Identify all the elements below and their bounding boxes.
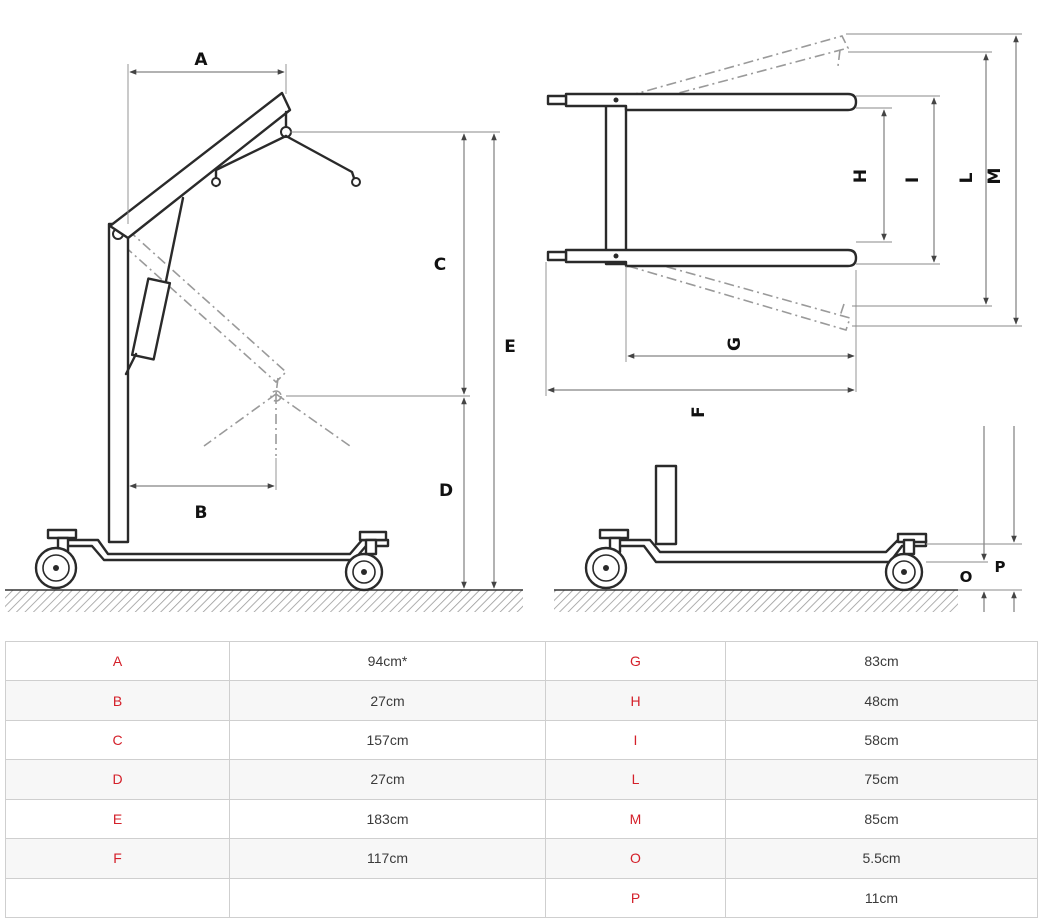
- dimension-c: C: [286, 131, 500, 397]
- dimension-b: B: [129, 458, 277, 523]
- dimension-l: L: [848, 51, 992, 307]
- side-caster-front: [344, 538, 384, 592]
- dimension-table: A 94cm* G 83cm B 27cm H 48cm C 157cm I 5…: [5, 640, 1038, 919]
- row-left-label: B: [5, 680, 230, 721]
- row-right-value: 48cm: [725, 680, 1038, 721]
- side-view: A B C D E: [5, 50, 523, 612]
- row-right-label: I: [545, 719, 726, 761]
- row-left-label: D: [5, 759, 230, 800]
- row-right-label: O: [545, 838, 726, 879]
- detail-caster-front: [884, 538, 924, 592]
- side-caster-rear: [34, 536, 78, 590]
- dimension-a: A: [127, 50, 287, 224]
- opened-legs-outline: [627, 35, 852, 331]
- row-right-value: 83cm: [725, 640, 1038, 682]
- row-left-label: A: [5, 640, 230, 682]
- label-g: G: [725, 337, 745, 351]
- row-right-value: 58cm: [725, 719, 1038, 761]
- row-left-value: 117cm: [229, 838, 546, 879]
- row-left-value: 27cm: [229, 759, 546, 800]
- table-row: A 94cm* G 83cm: [5, 640, 1038, 682]
- row-right-label: L: [545, 759, 726, 800]
- row-right-value: 11cm: [725, 877, 1038, 919]
- table-row: B 27cm H 48cm: [5, 680, 1038, 721]
- label-c: C: [434, 255, 446, 275]
- dimension-f: F: [545, 262, 855, 418]
- row-right-value: 75cm: [725, 759, 1038, 800]
- row-right-label: M: [545, 798, 726, 840]
- row-right-label: G: [545, 640, 726, 682]
- dimension-g: G: [625, 266, 857, 392]
- lowered-boom-outline: [121, 229, 351, 456]
- label-f: F: [689, 406, 709, 418]
- detail-caster-rear: [584, 536, 628, 590]
- table-row: D 27cm L 75cm: [5, 759, 1038, 800]
- row-left-value: 183cm: [229, 798, 546, 840]
- dimension-i: I: [856, 95, 940, 265]
- label-m: M: [985, 168, 1005, 185]
- detail-base: [610, 538, 928, 564]
- row-left-value: 157cm: [229, 719, 546, 761]
- detail-ground-hatch: [554, 590, 958, 612]
- dimension-table-body: A 94cm* G 83cm B 27cm H 48cm C 157cm I 5…: [5, 640, 1038, 919]
- row-right-label: P: [545, 877, 726, 919]
- row-left-label: F: [5, 838, 230, 879]
- table-row: C 157cm I 58cm: [5, 719, 1038, 761]
- row-right-label: H: [545, 680, 726, 721]
- dimension-e: E: [491, 133, 516, 589]
- label-b: B: [195, 503, 208, 523]
- spreader-bar: [211, 110, 361, 188]
- label-h: H: [851, 169, 871, 183]
- table-row: E 183cm M 85cm: [5, 798, 1038, 840]
- table-row: F 117cm O 5.5cm: [5, 838, 1038, 879]
- row-left-value: 94cm*: [229, 640, 546, 682]
- dimension-d: D: [439, 397, 467, 589]
- label-a: A: [194, 50, 208, 70]
- ground-hatch: [5, 590, 523, 612]
- dimension-p: P: [926, 426, 1022, 612]
- label-e: E: [504, 337, 516, 357]
- side-base: [46, 528, 390, 562]
- label-l: L: [957, 172, 977, 183]
- boom: [108, 91, 292, 240]
- dimension-h: H: [851, 107, 892, 243]
- row-right-value: 5.5cm: [725, 838, 1038, 879]
- label-p: P: [995, 558, 1006, 576]
- row-left-label: E: [5, 798, 230, 840]
- label-o: O: [960, 568, 973, 586]
- detail-mast-stub: [654, 464, 678, 546]
- row-left-value: [229, 877, 546, 919]
- table-row: P 11cm: [5, 877, 1038, 919]
- dimension-m: M: [846, 33, 1022, 327]
- label-i: I: [903, 177, 923, 183]
- top-frame: [546, 92, 858, 268]
- base-detail-view: O P: [554, 426, 1022, 612]
- hoist-dimension-diagram: A B C D E: [5, 33, 1022, 612]
- label-d: D: [439, 481, 453, 501]
- mast: [107, 222, 130, 544]
- row-right-value: 85cm: [725, 798, 1038, 840]
- actuator: [124, 196, 185, 376]
- row-left-value: 27cm: [229, 680, 546, 721]
- dimension-o: O: [926, 426, 1022, 612]
- row-left-label: C: [5, 719, 230, 761]
- row-left-label: [5, 877, 230, 919]
- top-view: H I L M G: [545, 33, 1022, 418]
